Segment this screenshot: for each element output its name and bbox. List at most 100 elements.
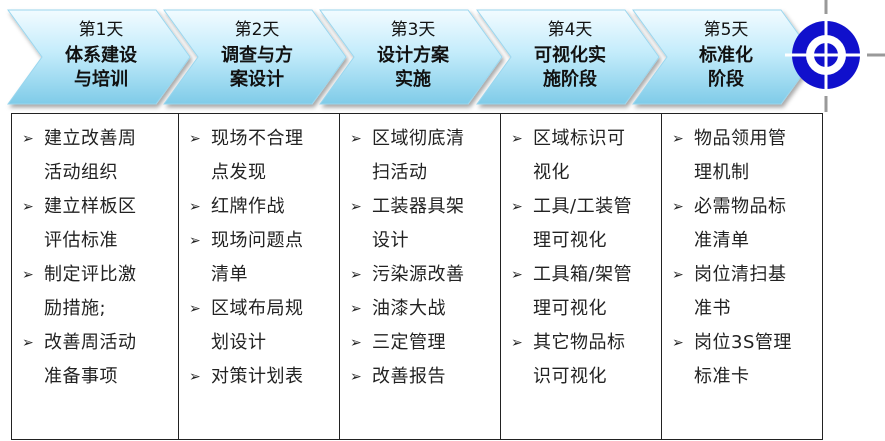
stage-3-tasks: ➢ 区域彻底清 扫活动 ➢ 工装器具架 设计 ➢ 污染源改善 ➢ 油漆大战 ➢ 三定管理 ➢ 改善报告 — [340, 114, 501, 439]
chevron-shape — [476, 9, 660, 105]
stage-title-line: 设计方案 — [377, 44, 450, 66]
tasks-table: ➢ 建立改善周 活动组织 ➢ 建立样板区 评估标准 ➢ 制定评比激 励措施; ➢ 改善周活动 … — [11, 113, 823, 440]
arrow-bullet-icon: ➢ — [350, 267, 362, 283]
list-item: ➢ 建立改善周 活动组织 — [22, 122, 172, 190]
arrow-bullet-icon: ➢ — [189, 301, 201, 317]
task-text: 改善报告 — [372, 366, 446, 387]
arrow-bullet-icon: ➢ — [350, 199, 362, 215]
task-text: 岗位3S管理 标准卡 — [694, 332, 792, 387]
stage-title-line: 实施 — [395, 68, 431, 90]
arrow-bullet-icon: ➢ — [350, 301, 362, 317]
task-text: 物品领用管 理机制 — [694, 128, 787, 183]
stage-title-line: 施阶段 — [543, 68, 598, 90]
task-text: 对策计划表 — [211, 366, 304, 387]
list-item: ➢ 三定管理 — [350, 326, 494, 360]
list-item: ➢ 红牌作战 — [189, 190, 333, 224]
list-item: ➢ 制定评比激 励措施; — [22, 258, 172, 326]
stage-day: 第3天 — [391, 20, 436, 40]
arrow-bullet-icon: ➢ — [672, 131, 684, 147]
stage-title-line: 体系建设 — [65, 44, 137, 66]
chevron-shape — [7, 9, 191, 105]
arrow-bullet-icon: ➢ — [672, 267, 684, 283]
arrow-bullet-icon: ➢ — [22, 267, 34, 283]
arrow-bullet-icon: ➢ — [189, 233, 201, 249]
task-text: 现场问题点 清单 — [211, 230, 304, 285]
arrow-bullet-icon: ➢ — [511, 131, 523, 147]
task-text: 红牌作战 — [211, 196, 285, 217]
task-text: 建立改善周 活动组织 — [44, 128, 137, 183]
chevron-shape — [319, 9, 503, 105]
stage-day: 第2天 — [235, 20, 280, 40]
task-text: 制定评比激 励措施; — [44, 264, 137, 319]
list-item: ➢ 区域标识可 视化 — [511, 122, 655, 190]
stage-title-line: 与培训 — [74, 68, 128, 90]
stage-day: 第1天 — [79, 20, 124, 40]
stage-title-line: 标准化 — [698, 44, 753, 66]
list-item: ➢ 物品领用管 理机制 — [672, 122, 815, 190]
chevron-shape — [163, 9, 347, 105]
arrow-bullet-icon: ➢ — [189, 199, 201, 215]
task-text: 区域彻底清 扫活动 — [372, 128, 465, 183]
stage-title-line: 阶段 — [708, 68, 745, 90]
stage-day: 第5天 — [704, 20, 749, 40]
stage-4-tasks: ➢ 区域标识可 视化 ➢ 工具/工装管 理可视化 ➢ 工具箱/架管 理可视化 ➢ 其它物品标 … — [501, 114, 662, 439]
list-item: ➢ 污染源改善 — [350, 258, 494, 292]
list-item: ➢ 区域布局规 划设计 — [189, 292, 333, 360]
arrow-bullet-icon: ➢ — [350, 131, 362, 147]
arrow-bullet-icon: ➢ — [22, 199, 34, 215]
task-text: 工装器具架 设计 — [372, 196, 465, 251]
task-text: 改善周活动 准备事项 — [44, 332, 137, 387]
chevron-shape — [632, 9, 816, 105]
task-text: 区域标识可 视化 — [533, 128, 626, 183]
list-item: ➢ 对策计划表 — [189, 360, 333, 394]
task-text: 必需物品标 准清单 — [694, 196, 787, 251]
stage-1-tasks: ➢ 建立改善周 活动组织 ➢ 建立样板区 评估标准 ➢ 制定评比激 励措施; ➢ 改善周活动 … — [12, 114, 179, 439]
task-text: 油漆大战 — [372, 298, 446, 319]
arrow-bullet-icon: ➢ — [511, 199, 523, 215]
stage-title-line: 案设计 — [229, 68, 284, 90]
list-item: ➢ 建立样板区 评估标准 — [22, 190, 172, 258]
task-text: 现场不合理 点发现 — [211, 128, 304, 183]
list-item: ➢ 必需物品标 准清单 — [672, 190, 815, 258]
list-item: ➢ 工具箱/架管 理可视化 — [511, 258, 655, 326]
arrow-bullet-icon: ➢ — [350, 335, 362, 351]
arrow-bullet-icon: ➢ — [672, 199, 684, 215]
task-text: 岗位清扫基 准书 — [694, 264, 787, 319]
stage-title-line: 可视化实 — [534, 44, 606, 66]
stage-5-tasks: ➢ 物品领用管 理机制 ➢ 必需物品标 准清单 ➢ 岗位清扫基 准书 ➢ 岗位3S管理 标准卡 — [662, 114, 821, 439]
arrow-bullet-icon: ➢ — [22, 131, 34, 147]
task-text: 区域布局规 划设计 — [211, 298, 304, 353]
list-item: ➢ 现场不合理 点发现 — [189, 122, 333, 190]
task-text: 污染源改善 — [372, 264, 465, 285]
list-item: ➢ 其它物品标 识可视化 — [511, 326, 655, 394]
arrow-bullet-icon: ➢ — [511, 335, 523, 351]
arrow-bullet-icon: ➢ — [511, 267, 523, 283]
stage-title-line: 调查与方 — [221, 44, 293, 66]
list-item: ➢ 现场问题点 清单 — [189, 224, 333, 292]
list-item: ➢ 改善周活动 准备事项 — [22, 326, 172, 394]
arrow-bullet-icon: ➢ — [189, 369, 201, 385]
list-item: ➢ 区域彻底清 扫活动 — [350, 122, 494, 190]
task-text: 建立样板区 评估标准 — [44, 196, 137, 251]
list-item: ➢ 油漆大战 — [350, 292, 494, 326]
arrow-bullet-icon: ➢ — [189, 131, 201, 147]
stage-day: 第4天 — [548, 20, 593, 40]
task-text: 三定管理 — [372, 332, 446, 353]
task-text: 工具/工装管 理可视化 — [533, 196, 633, 251]
task-text: 工具箱/架管 理可视化 — [533, 264, 633, 319]
list-item: ➢ 岗位3S管理 标准卡 — [672, 326, 815, 394]
list-item: ➢ 工装器具架 设计 — [350, 190, 494, 258]
list-item: ➢ 工具/工装管 理可视化 — [511, 190, 655, 258]
arrow-bullet-icon: ➢ — [350, 369, 362, 385]
arrow-bullet-icon: ➢ — [672, 335, 684, 351]
arrow-bullet-icon: ➢ — [22, 335, 34, 351]
task-text: 其它物品标 识可视化 — [533, 332, 626, 387]
list-item: ➢ 岗位清扫基 准书 — [672, 258, 815, 326]
stage-chevrons: 第1天体系建设与培训第2天调查与方案设计第3天设计方案实施第4天可视化实施阶段第… — [7, 0, 885, 112]
